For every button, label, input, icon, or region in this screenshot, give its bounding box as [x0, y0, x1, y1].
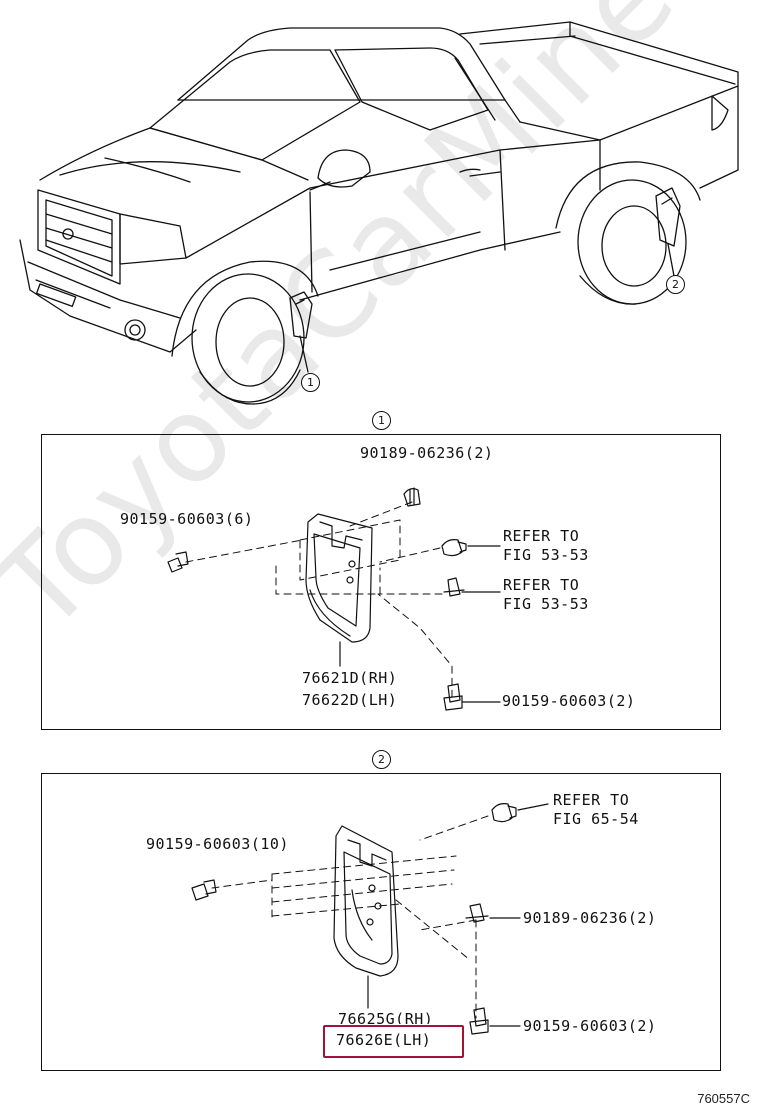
callout-1: 1 [301, 373, 320, 392]
panel2-refer-line2: FIG 65-54 [553, 810, 639, 828]
panel2-bolt-left-label: 90159-60603(10) [146, 835, 289, 853]
panel-1 [41, 434, 721, 730]
diagram-code: 760557C [697, 1091, 750, 1106]
panel1-refer-a-line1: REFER TO [503, 527, 580, 545]
panel2-clip-right-label: 90189-06236(2) [523, 909, 657, 927]
panel1-refer-b-line2: FIG 53-53 [503, 595, 589, 613]
panel1-bolt-bottom-label: 90159-60603(2) [502, 692, 636, 710]
panel1-part-lh-label: 76622D(LH) [302, 691, 398, 709]
panel1-clip-top-label: 90189-06236(2) [360, 444, 494, 462]
panel2-drawing [191, 803, 549, 1035]
panel2-part-lh-label[interactable]: 76626E(LH) [336, 1031, 432, 1049]
panel1-part-rh-label: 76621D(RH) [302, 669, 398, 687]
panel1-refer-b-line1: REFER TO [503, 576, 580, 594]
callout-2: 2 [666, 275, 685, 294]
panel2-bolt-bottom-label: 90159-60603(2) [523, 1017, 657, 1035]
panel1-callout: 1 [372, 411, 391, 430]
panel2-part-rh-label: 76625G(RH) [338, 1010, 434, 1028]
panel1-drawing [167, 487, 501, 711]
panel1-bolt-left-label: 90159-60603(6) [120, 510, 254, 528]
panel1-refer-a-line2: FIG 53-53 [503, 546, 589, 564]
panel-2 [41, 773, 721, 1071]
truck-illustration [19, 21, 739, 405]
panel2-refer-line1: REFER TO [553, 791, 630, 809]
panel2-callout: 2 [372, 750, 391, 769]
highlighted-part-box[interactable] [323, 1025, 464, 1058]
